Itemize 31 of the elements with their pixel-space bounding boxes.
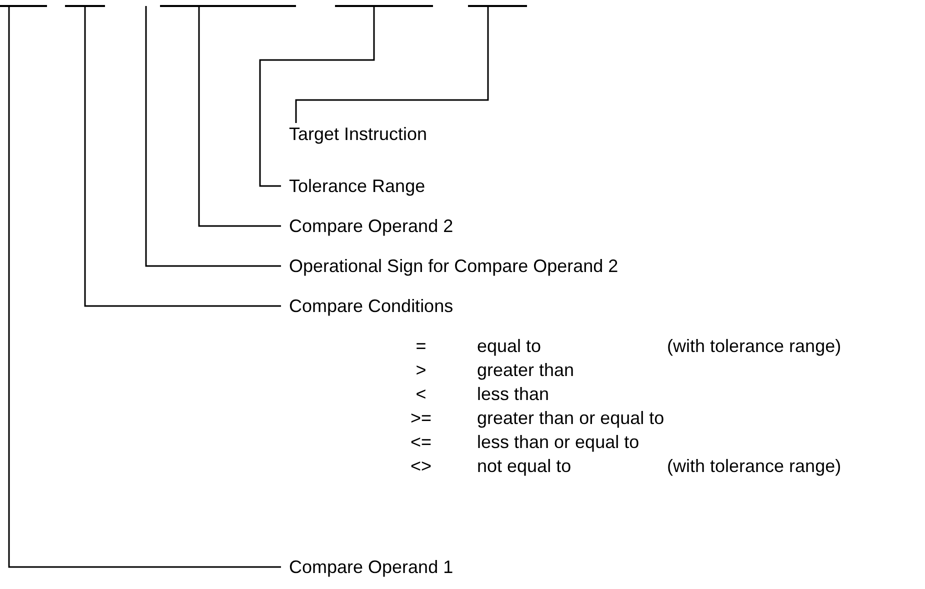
fill-in-line (0, 5, 47, 7)
callout-label: Target Instruction (289, 123, 428, 145)
operator-meaning: not equal to (477, 455, 572, 477)
fill-in-line (335, 5, 433, 7)
fill-in-line (65, 5, 105, 7)
leader-line (8, 7, 281, 568)
callout-label: Operational Sign for Compare Operand 2 (289, 255, 618, 277)
leader-line (198, 7, 281, 227)
fill-in-line (160, 5, 296, 7)
operator-meaning: greater than (477, 359, 574, 381)
leader-line (84, 7, 281, 307)
callout-label: Tolerance Range (289, 175, 426, 197)
fill-in-line (468, 5, 527, 7)
note: (with tolerance range) (667, 335, 842, 357)
leader-line (259, 7, 375, 187)
operator-symbol: >= (409, 407, 433, 429)
operator-symbol: < (414, 383, 428, 405)
operator-meaning: less than or equal to (477, 431, 640, 453)
note: (with tolerance range) (667, 455, 842, 477)
operator-symbol: > (414, 359, 428, 381)
operator-symbol: = (414, 335, 428, 357)
leader-line (145, 6, 281, 267)
operator-symbol: <> (409, 455, 433, 477)
operator-meaning: less than (477, 383, 550, 405)
leader-line (295, 7, 489, 123)
callout-label: Compare Operand 2 (289, 215, 454, 237)
operator-symbol: <= (409, 431, 433, 453)
callout-label: Compare Conditions (289, 295, 454, 317)
operator-meaning: equal to (477, 335, 542, 357)
operator-meaning: greater than or equal to (477, 407, 664, 429)
callout-label: Compare Operand 1 (289, 556, 454, 578)
